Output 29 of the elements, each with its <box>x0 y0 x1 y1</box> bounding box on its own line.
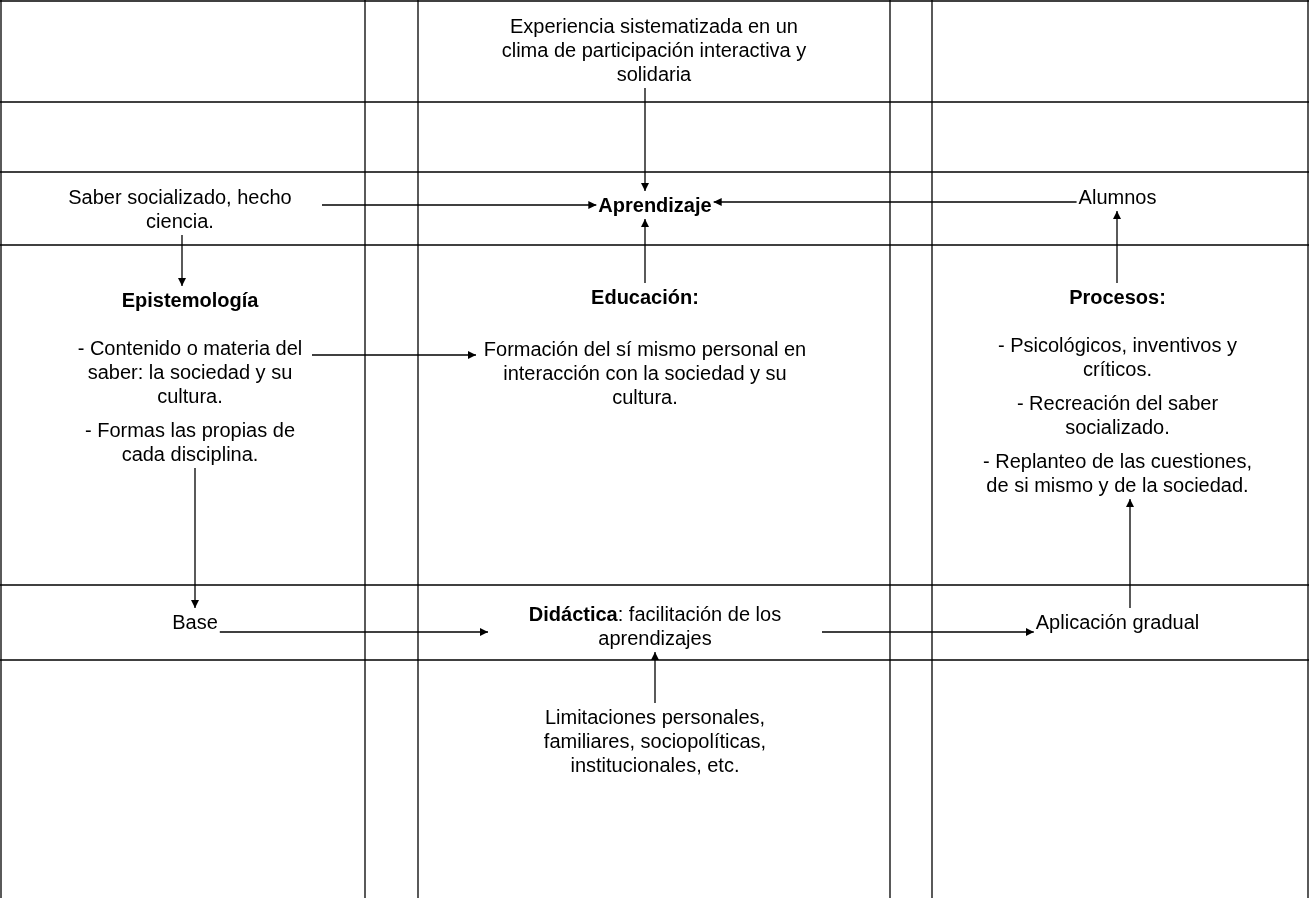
cell-text: - Formas las propias de cada disciplina. <box>83 418 297 466</box>
cell-text: Aprendizaje <box>598 193 712 217</box>
arrow <box>219 628 489 636</box>
arrow <box>651 651 659 704</box>
arrow <box>311 351 477 359</box>
arrow <box>641 87 649 192</box>
arrow <box>821 628 1035 636</box>
cell-text: Formación del sí mismo personal en interacción con la sociedad y su cultura. <box>482 337 808 409</box>
arrow <box>178 234 186 287</box>
arrow <box>1126 498 1134 609</box>
arrow <box>641 218 649 284</box>
cell-text: Limitaciones personales, familiares, sociopolíticas, institucionales, etc. <box>542 705 768 777</box>
cell-text: - Psicológicos, inventivos y críticos. <box>997 333 1238 381</box>
cell-text: Alumnos <box>1078 185 1157 209</box>
cell-text: Experiencia sistematizada en un clima de participación interactiva y solidaria <box>500 14 808 86</box>
arrow <box>321 201 597 209</box>
cell-text: Saber socializado, hecho ciencia. <box>67 185 293 233</box>
heading-text: Educación: <box>591 285 699 309</box>
arrow <box>1113 210 1121 284</box>
heading-text: Procesos: <box>1069 285 1166 309</box>
arrow <box>713 198 1078 206</box>
cell-text: - Recreación del saber socializado. <box>1015 391 1220 439</box>
arrow <box>191 467 199 609</box>
cell-text: Aplicación gradual <box>1035 610 1200 634</box>
cell-text: - Contenido o materia del saber: la sociedad y su cultura. <box>76 336 304 408</box>
cell-text: Didáctica: facilitación de los aprendizajes <box>527 602 783 650</box>
cell-text: Base <box>172 610 218 634</box>
cell-text: - Replanteo de las cuestiones, de si mismo y de la sociedad. <box>981 449 1254 497</box>
heading-text: Epistemología <box>121 288 259 312</box>
